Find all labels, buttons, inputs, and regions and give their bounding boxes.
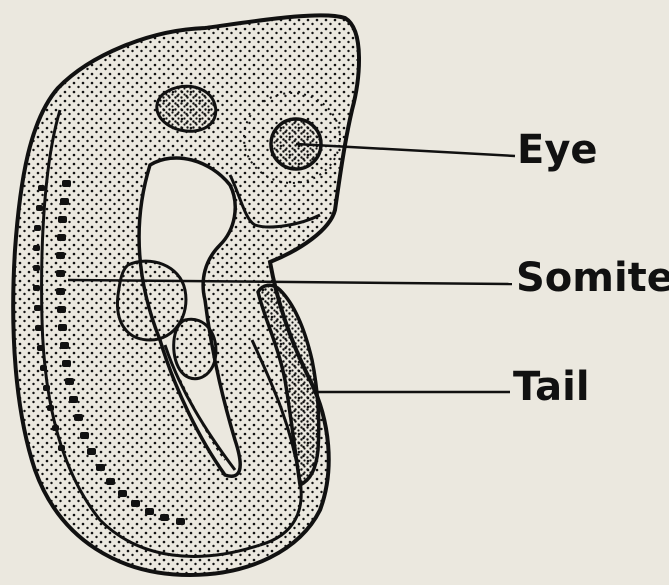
somite-label: Somite	[516, 258, 669, 298]
tail-label: Tail	[513, 367, 590, 407]
brain-vesicle	[157, 86, 216, 131]
heart-lobe	[174, 319, 216, 378]
eye-label: Eye	[517, 130, 598, 170]
